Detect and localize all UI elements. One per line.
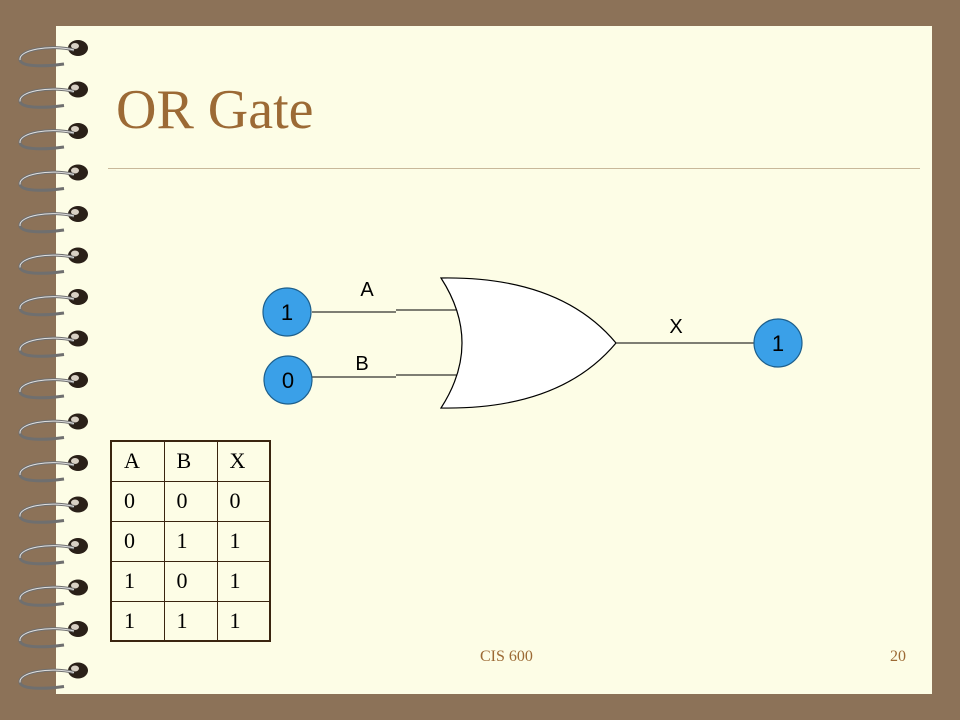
binding-ring: [18, 496, 88, 524]
label-a: A: [360, 279, 374, 301]
or-gate-shape: [439, 277, 617, 409]
footer-course: CIS 600: [480, 648, 533, 665]
title-divider: [108, 168, 920, 169]
table-cell: 0: [110, 520, 165, 562]
table-cell: 0: [110, 480, 165, 522]
binding-ring: [18, 455, 88, 483]
binding-ring: [18, 206, 88, 234]
table-row: 1 0 1: [110, 560, 271, 602]
table-cell: 1: [216, 600, 271, 642]
output-value: 1: [772, 331, 784, 356]
input-b-node: [263, 355, 313, 405]
table-cell: 1: [163, 600, 218, 642]
header-cell-b: B: [163, 440, 218, 482]
binding-ring: [18, 413, 88, 441]
truth-table: A B X 0 0 0 0 1 1 1 0 1 1 1 1: [110, 440, 271, 642]
binding-ring: [18, 123, 88, 151]
spiral-binding: [18, 40, 88, 690]
input-b-value: 0: [282, 368, 294, 393]
binding-ring: [18, 372, 88, 400]
table-row: 1 1 1: [110, 600, 271, 642]
label-b: B: [355, 353, 368, 375]
binding-ring: [18, 330, 88, 358]
table-cell: 1: [110, 600, 165, 642]
binding-ring: [18, 289, 88, 317]
binding-ring: [18, 662, 88, 690]
table-cell: 0: [163, 560, 218, 602]
header-cell-x: X: [216, 440, 271, 482]
header-cell-a: A: [110, 440, 165, 482]
input-a-node: [262, 287, 312, 337]
table-cell: 1: [110, 560, 165, 602]
binding-ring: [18, 621, 88, 649]
table-cell: 1: [216, 560, 271, 602]
input-a-value: 1: [281, 300, 293, 325]
slide-title: OR Gate: [116, 79, 314, 141]
binding-ring: [18, 538, 88, 566]
output-node: [753, 318, 803, 368]
label-x: X: [669, 316, 682, 338]
table-cell: 1: [163, 520, 218, 562]
binding-ring: [18, 81, 88, 109]
table-row: 0 0 0: [110, 480, 271, 522]
footer-page-number: 20: [890, 648, 906, 665]
table-cell: 0: [216, 480, 271, 522]
table-header-row: A B X: [110, 440, 271, 482]
binding-ring: [18, 164, 88, 192]
table-row: 0 1 1: [110, 520, 271, 562]
binding-ring: [18, 247, 88, 275]
binding-ring: [18, 40, 88, 68]
table-cell: 1: [216, 520, 271, 562]
table-cell: 0: [163, 480, 218, 522]
binding-ring: [18, 579, 88, 607]
